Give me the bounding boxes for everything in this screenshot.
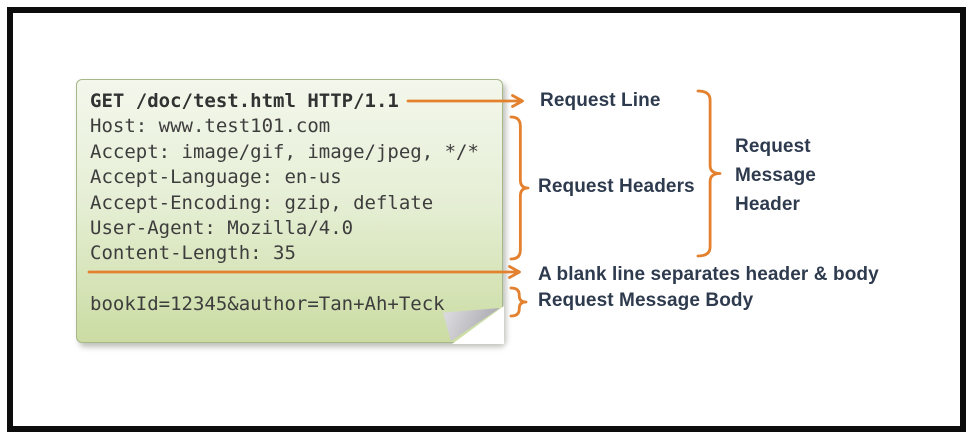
header-line-accept-language: Accept-Language: en-us (90, 166, 342, 189)
request-body-text: bookId=12345&author=Tan+Ah+Teck (90, 293, 445, 316)
request-message-header-line1: Request (735, 136, 811, 157)
request-line-label: Request Line (540, 90, 661, 111)
outer-frame (7, 7, 966, 432)
request-message-body-label: Request Message Body (538, 290, 754, 311)
request-line-text: GET /doc/test.html HTTP/1.1 (90, 90, 399, 112)
header-line-host: Host: www.test101.com (90, 115, 331, 138)
request-message-text: GET /doc/test.html HTTP/1.1 Host: www.te… (90, 89, 496, 318)
request-message-header-line2: Message (735, 165, 816, 186)
blank-line-label: A blank line separates header & body (538, 264, 879, 285)
blank-separator-line (90, 267, 496, 292)
header-line-user-agent: User-Agent: Mozilla/4.0 (90, 217, 354, 240)
header-line-accept-encoding: Accept-Encoding: gzip, deflate (90, 191, 434, 214)
request-headers-label: Request Headers (538, 176, 695, 197)
header-line-content-length: Content-Length: 35 (90, 242, 296, 265)
header-line-accept: Accept: image/gif, image/jpeg, */* (90, 140, 479, 163)
request-message-header-label: Request Message Header (735, 132, 816, 219)
http-request-note: GET /doc/test.html HTTP/1.1 Host: www.te… (76, 79, 504, 344)
request-message-header-line3: Header (735, 194, 801, 215)
